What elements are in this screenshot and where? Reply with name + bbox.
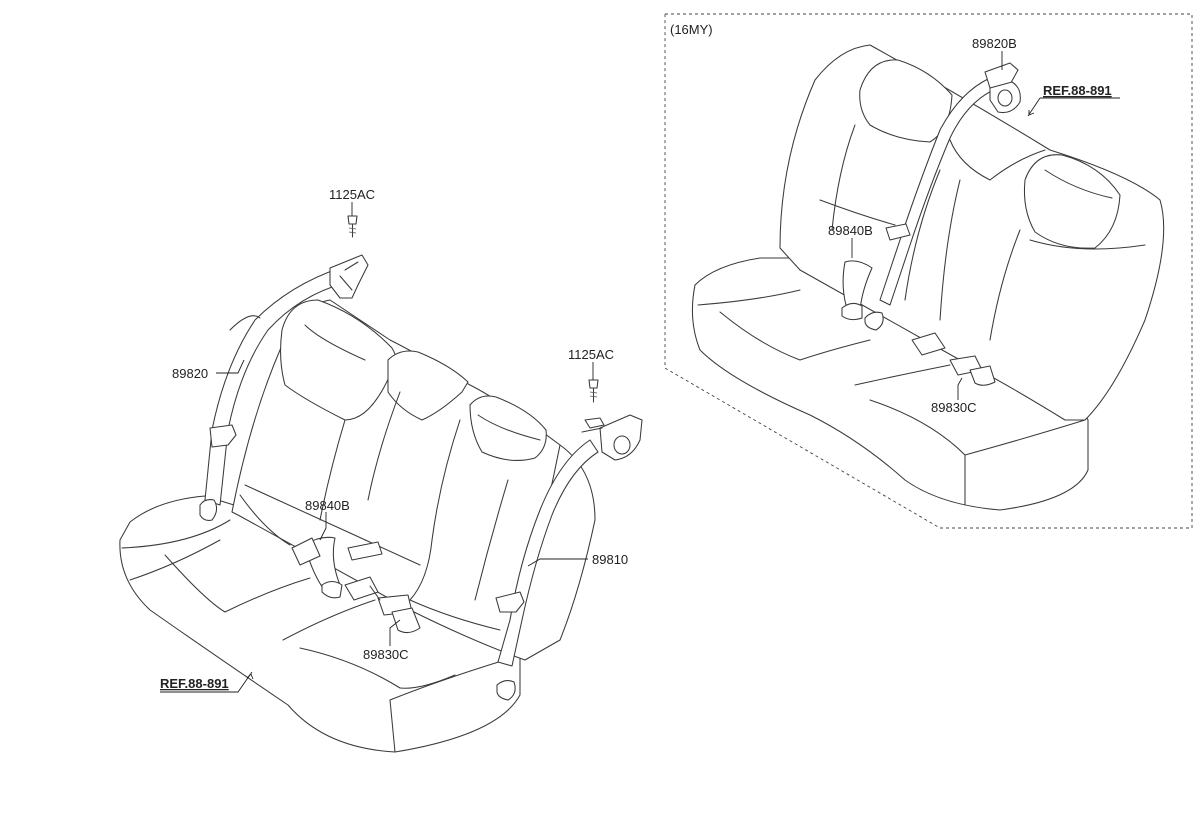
belt-right-webbing [497,439,599,667]
belt-right-tongue [495,591,525,613]
label-inset-ref: REF.88-891 [1043,83,1112,98]
label-belt-left: 89820 [172,366,208,381]
headrest-right [469,395,547,461]
label-belt-right: 89810 [592,552,628,567]
inset-center-buckle [842,260,873,313]
label-inset-buckle-center: 89840B [828,223,873,238]
inset-belt-webbing [879,77,999,306]
variant-label: (16MY) [670,22,713,37]
belt-left-tongue [209,424,237,448]
bolt-left [347,215,358,238]
buckle-pair-89830c [344,576,379,601]
inset-buckle-pair [911,332,946,356]
label-buckle-pair: 89830C [363,647,409,662]
belt-left-anchor [329,254,369,299]
label-inset-buckle-pair: 89830C [931,400,977,415]
label-buckle-center: 89840B [305,498,350,513]
main-rear-seat [119,215,643,753]
inset-16my: (16MY) [664,13,1193,529]
bolt-right [584,379,605,429]
inset-frame [664,13,1193,529]
part-labels: 1125AC 1125AC 89820 89810 89840B 89830C … [160,36,1112,691]
leader-lines [160,51,1120,693]
inset-seat-backrest [779,44,1165,421]
label-inset-belt: 89820B [972,36,1017,51]
label-bolt-right: 1125AC [568,347,614,362]
label-bolt-left: 1125AC [329,187,375,202]
label-ref-main: REF.88-891 [160,676,229,691]
inset-headrest-right [1023,154,1121,249]
headrest-middle [387,350,469,421]
